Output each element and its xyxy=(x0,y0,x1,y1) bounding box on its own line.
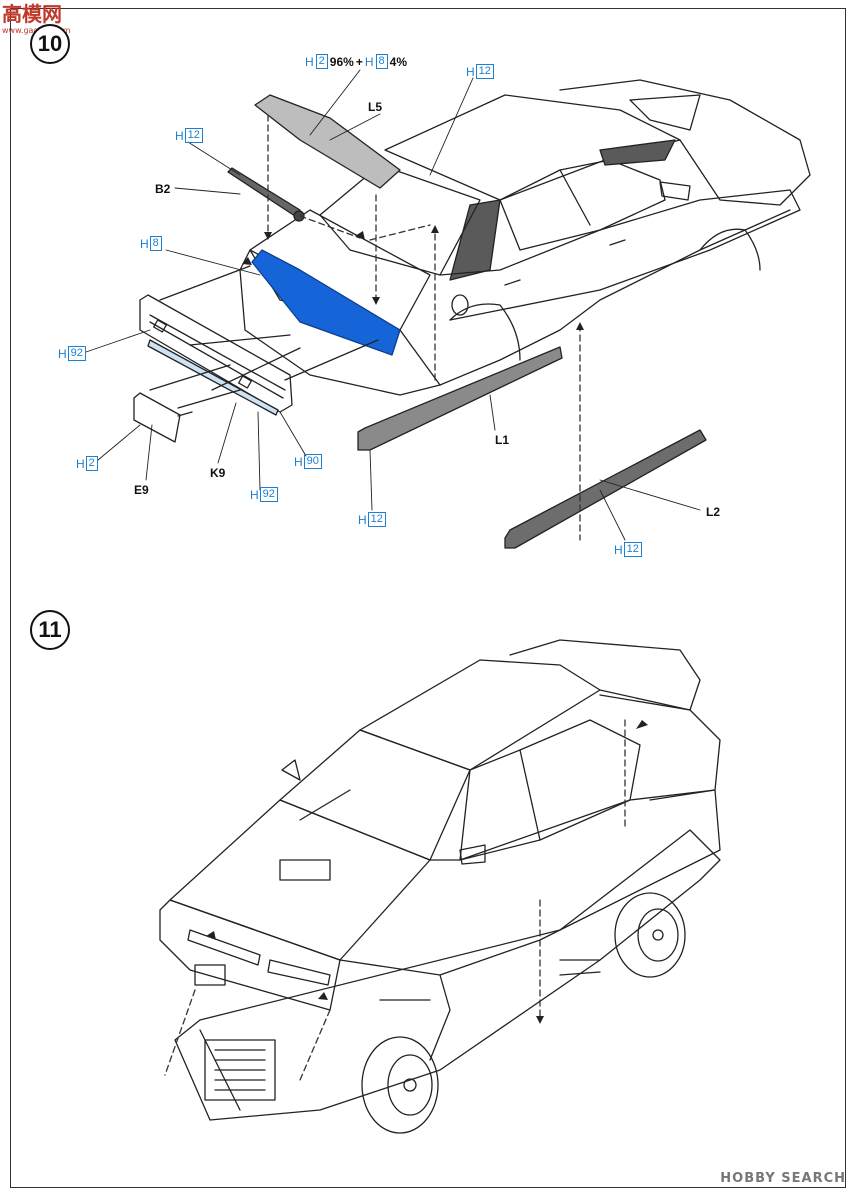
mix-b-prefix: H xyxy=(364,54,374,69)
part-label-L5: L5 xyxy=(368,100,383,114)
part-label-L1: L1 xyxy=(495,433,510,447)
mix-a-code: 2 xyxy=(315,54,328,69)
side-skirt-L2 xyxy=(504,429,707,549)
step-number-11: 11 xyxy=(30,610,70,650)
part-label-L2: L2 xyxy=(706,505,721,519)
instruction-sheet xyxy=(10,8,846,1188)
part-label-B2: B2 xyxy=(155,182,171,196)
step-number-10: 10 xyxy=(30,24,70,64)
spoiler-L5 xyxy=(254,94,401,189)
mix-b-pct: 4% xyxy=(389,54,407,69)
license-plate-E9 xyxy=(133,392,181,443)
part-label-E9: E9 xyxy=(134,483,149,497)
mix-plus: + xyxy=(355,54,363,69)
side-skirt-L1 xyxy=(357,346,563,451)
car-assembly-step11 xyxy=(159,639,721,1134)
tail-panel-highlight xyxy=(251,249,401,356)
car-body-step10 xyxy=(239,79,811,396)
watermark-logo: 高模网 xyxy=(2,2,62,26)
footer-watermark: HOBBY SEARCH xyxy=(720,1171,846,1186)
mix-b-code: 8 xyxy=(375,54,388,69)
wiper-B2 xyxy=(227,167,301,219)
mix-a-prefix: H xyxy=(305,54,314,69)
rear-bumper xyxy=(139,294,293,413)
mix-a-pct: 96% xyxy=(329,54,354,69)
part-label-K9: K9 xyxy=(210,466,226,480)
